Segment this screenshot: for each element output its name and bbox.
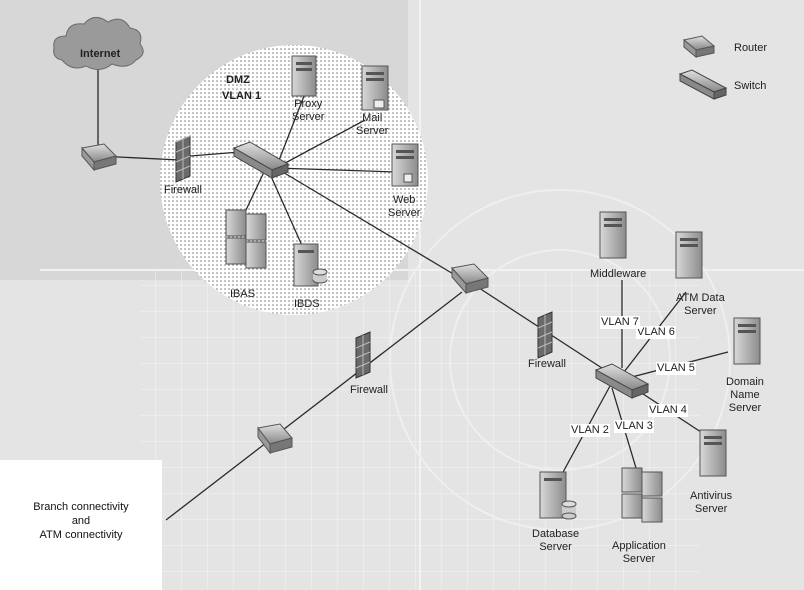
dmz-label: DMZ — [226, 74, 250, 86]
internet-label: Internet — [80, 48, 121, 60]
cloud-icon — [53, 17, 144, 70]
ibas-label: IBAS — [230, 288, 256, 300]
vlan5-label: VLAN 5 — [656, 362, 696, 375]
server-icon — [291, 55, 317, 97]
vlan2-label: VLAN 2 — [570, 424, 610, 437]
firewall-dmz-label: Firewall — [164, 184, 202, 196]
branch-label-line3: ATM connectivity — [39, 529, 123, 541]
link-switch-mail — [275, 119, 366, 169]
router-icon — [451, 263, 489, 295]
branch-panel — [0, 460, 162, 590]
database-server-label: Database Server — [532, 528, 579, 554]
atm-server-label-line1: ATM Data — [676, 292, 725, 304]
firewall-right-label: Firewall — [528, 358, 566, 370]
background-arc-inner — [449, 249, 671, 471]
background-arc — [389, 189, 731, 531]
link-switch-ibas — [245, 171, 265, 211]
link-switch-web — [275, 167, 397, 173]
antivirus-server-label-line2: Server — [694, 503, 728, 515]
dns-server-label: Domain Name Server — [726, 376, 764, 415]
legend-switch-icon — [678, 69, 728, 100]
link-core-router-branch — [165, 291, 463, 521]
database-server-icon — [539, 471, 577, 520]
dns-server-label-line2: Name — [730, 389, 760, 401]
database-server-icon — [293, 243, 328, 287]
server-icon — [361, 65, 389, 111]
branch-label: Branch connectivity and ATM connectivity — [6, 500, 156, 542]
application-server-label-line1: Application — [612, 540, 666, 552]
proxy-server-label-line1: Proxy — [294, 98, 323, 110]
legend-router-icon — [682, 35, 716, 59]
firewall-icon — [175, 135, 191, 183]
ibds-label: IBDS — [294, 298, 320, 310]
branch-label-line1: Branch connectivity — [33, 501, 129, 513]
middleware-label: Middleware — [590, 268, 647, 280]
switch-icon — [594, 363, 650, 399]
legend-router-label: Router — [734, 42, 768, 54]
dns-server-label-line1: Domain — [726, 376, 764, 388]
vlan6-label: VLAN 6 — [636, 326, 676, 339]
database-server-label-line2: Server — [539, 541, 572, 553]
database-server-label-line1: Database — [532, 528, 580, 540]
proxy-server-label-line2: Server — [292, 111, 325, 123]
firewall-icon — [537, 311, 553, 359]
application-server-label-line2: Server — [622, 553, 656, 565]
mail-server-label-line2: Server — [356, 125, 389, 137]
firewall-icon — [355, 331, 371, 379]
web-server-label: Web Server — [388, 194, 420, 220]
server-icon — [699, 429, 727, 477]
router-icon — [257, 423, 293, 455]
antivirus-server-label-line1: Antivirus — [690, 490, 733, 502]
server-rack-icon — [621, 467, 663, 523]
link-switch-proxy — [275, 95, 305, 169]
vlan3-label: VLAN 3 — [614, 420, 654, 433]
legend-switch-label: Switch — [734, 80, 767, 92]
vlan4-label: VLAN 4 — [648, 404, 688, 417]
proxy-server-label: Proxy Server — [292, 98, 324, 124]
firewall-mid-label: Firewall — [350, 384, 388, 396]
link-switch-ibds — [269, 173, 305, 251]
atm-server-label: ATM Data Server — [676, 292, 725, 318]
mail-server-label: Mail Server — [356, 112, 388, 138]
server-rack-icon — [225, 209, 267, 269]
link-switch-core-router — [275, 167, 461, 279]
network-links — [97, 62, 729, 521]
antivirus-server-label: Antivirus Server — [690, 490, 732, 516]
branch-label-line2: and — [71, 515, 91, 527]
server-icon — [675, 231, 703, 279]
server-icon — [733, 317, 761, 365]
vlan7-label: VLAN 7 — [600, 316, 640, 329]
application-server-label: Application Server — [612, 540, 666, 566]
dmz-vlan-label: VLAN 1 — [222, 90, 262, 102]
atm-server-label-line2: Server — [684, 305, 717, 317]
mail-server-label-line1: Mail — [362, 112, 383, 124]
switch-icon — [232, 141, 290, 179]
dns-server-label-line3: Server — [728, 402, 762, 414]
server-icon — [599, 211, 627, 259]
link-firewall-dmzswitch — [189, 151, 241, 157]
server-icon — [391, 143, 419, 187]
web-server-label-line1: Web — [392, 194, 416, 206]
web-server-label-line2: Server — [388, 207, 421, 219]
router-icon — [81, 143, 117, 172]
